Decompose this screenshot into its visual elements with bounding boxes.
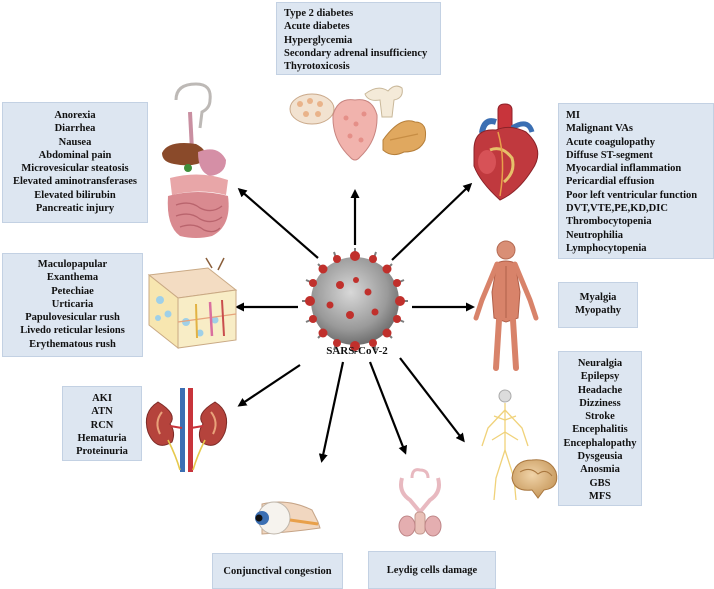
muscle-box: Myalgia Myopathy: [558, 282, 638, 328]
nervous-item: Anosmia: [580, 464, 620, 476]
reproductive-box: Leydig cells damage: [368, 551, 496, 589]
endocrine-glands-icon: [289, 85, 426, 161]
digestive-box: Anorexia Diarrhea Nausea Abdominal pain …: [2, 102, 148, 223]
skin-item: Papulovesicular rush: [25, 312, 120, 324]
cardiovascular-item: Poor left ventricular function: [566, 189, 698, 201]
nervous-item: Epilepsy: [580, 371, 620, 383]
nervous-item: GBS: [589, 477, 611, 489]
renal-item: Hematuria: [77, 432, 127, 444]
digestive-item: Anorexia: [54, 110, 96, 121]
cardiovascular-item: MI: [566, 110, 580, 121]
nervous-system-icon: [481, 389, 558, 501]
renal-item: AKI: [92, 393, 112, 404]
endocrine-box: Type 2 diabetes Acute diabetes Hyperglyc…: [276, 2, 441, 75]
nervous-item: Dizziness: [579, 397, 621, 409]
digestive-item: Pancreatic injury: [35, 203, 115, 215]
cardiovascular-item: Pericardial effusion: [566, 176, 655, 188]
renal-item: RCN: [90, 419, 114, 431]
endocrine-item: Type 2 diabetes: [284, 8, 354, 19]
digestive-item: Diarrhea: [54, 123, 96, 135]
cardiovascular-item: Acute coagulopathy: [566, 136, 655, 148]
endocrine-item: Secondary adrenal insufficiency: [284, 47, 428, 59]
cardiovascular-box: MI Malignant VAs Acute coagulopathy Diff…: [558, 103, 714, 259]
eye-box: Conjunctival congestion: [212, 553, 343, 589]
endocrine-item: Acute diabetes: [284, 21, 350, 33]
center-label: SARS-CoV-2: [326, 345, 388, 357]
arrow-to-reproductive: [368, 361, 408, 455]
digestive-item: Microvesicular steatosis: [21, 163, 129, 175]
cardiovascular-item: Thrombocytopenia: [566, 216, 652, 228]
arrow-to-nervous: [399, 357, 465, 443]
digestive-item: Nausea: [58, 136, 92, 148]
nervous-item: MFS: [588, 490, 612, 502]
eye-icon: [255, 501, 321, 535]
nervous-item: Neuralgia: [577, 358, 623, 369]
cardiovascular-item: Lymphocytopenia: [566, 242, 647, 254]
digestive-item: Elevated bilirubin: [34, 189, 116, 201]
renal-item: ATN: [91, 406, 113, 418]
nervous-item: Encephalopathy: [563, 437, 637, 449]
eye-item: Conjunctival congestion: [223, 566, 332, 577]
skin-item: Urticaria: [51, 298, 94, 310]
muscular-body-icon: [473, 240, 539, 371]
skin-layers-icon: [147, 257, 238, 350]
skin-item: Petechiae: [51, 285, 94, 297]
skin-item: Livedo reticular lesions: [20, 325, 125, 337]
arrow-to-digestive: [237, 188, 319, 259]
endocrine-item: Hyperglycemia: [284, 34, 353, 46]
cardiovascular-item: Diffuse ST-segment: [566, 149, 653, 161]
endocrine-item: Thyrotoxicosis: [284, 61, 350, 73]
kidneys-icon: [145, 388, 228, 472]
reproductive-item: Leydig cells damage: [386, 565, 478, 576]
cardiovascular-item: Neutrophilia: [566, 229, 623, 241]
heart-icon: [473, 103, 539, 201]
cardiovascular-item: Myocardial inflammation: [566, 163, 682, 175]
coronavirus-icon: [302, 248, 408, 354]
muscle-item: Myalgia: [579, 292, 617, 303]
arrow-to-heart: [391, 182, 473, 261]
skin-item: Erythematous rush: [29, 338, 116, 350]
renal-box: AKI ATN RCN Hematuria Proteinuria: [62, 386, 142, 461]
nervous-item: Headache: [577, 384, 623, 396]
nervous-box: Neuralgia Epilepsy Headache Dizziness St…: [558, 351, 642, 506]
arrow-to-eye: [318, 361, 345, 463]
nervous-item: Dysgeusia: [577, 451, 623, 463]
arrows: [235, 182, 475, 463]
male-reproductive-icon: [398, 468, 442, 537]
cardiovascular-item: Malignant VAs: [566, 123, 634, 135]
digestive-system-icon: [162, 82, 229, 238]
skin-box: Maculopapular Exanthema Petechiae Urtica…: [2, 253, 143, 357]
digestive-item: Elevated aminotransferases: [13, 176, 137, 188]
skin-item: Maculopapular: [37, 259, 108, 270]
arrow-to-kidneys: [237, 364, 301, 407]
muscle-item: Myopathy: [574, 305, 622, 317]
nervous-item: Stroke: [585, 411, 615, 423]
cardiovascular-item: DVT,VTE,PE,KD,DIC: [566, 203, 668, 215]
renal-item: Proteinuria: [76, 446, 128, 458]
nervous-item: Encephalitis: [572, 424, 628, 436]
skin-item: Exanthema: [46, 272, 99, 284]
digestive-item: Abdominal pain: [38, 149, 112, 161]
